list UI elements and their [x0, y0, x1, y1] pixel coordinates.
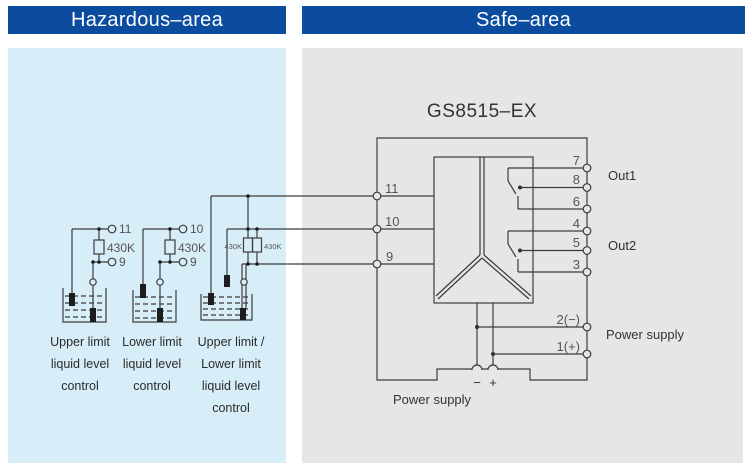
terminal-label-6: 6: [572, 194, 580, 209]
circuit2-terminal-10: 10: [190, 222, 204, 236]
terminal-label-2-minus: 2(−): [556, 312, 580, 327]
circuit3-resistor-left-value: 430K: [224, 242, 242, 251]
electrode: [69, 293, 75, 306]
module-outline: [376, 137, 588, 381]
tank-3: [200, 294, 253, 321]
terminal-label-5: 5: [572, 235, 580, 250]
power-supply-label-bottom: Power supply: [393, 392, 472, 407]
circuit1-resistor-value: 430K: [107, 241, 136, 255]
circuit2-caption: Lower limit liquid level control: [122, 335, 182, 393]
power-supply-label-right: Power supply: [606, 327, 685, 342]
terminal-label-10: 10: [385, 214, 400, 229]
tank-2: [132, 290, 177, 323]
circuit3-caption: Upper limit / Lower limit liquid level c…: [197, 335, 265, 415]
probe-gland: [89, 278, 97, 286]
safe-area-title: Safe–area: [476, 8, 571, 31]
electrode: [90, 308, 96, 322]
minus-sign: −: [473, 375, 481, 390]
hazardous-area-header: Hazardous–area: [8, 6, 286, 34]
safe-area-header: Safe–area: [302, 6, 745, 34]
power-socket-plus: [487, 364, 499, 371]
terminal-label-9: 9: [386, 249, 394, 264]
plus-sign: +: [489, 375, 497, 390]
tank-1: [62, 288, 107, 323]
hazardous-area-panel: [8, 48, 286, 463]
circuit2-terminal-9: 9: [190, 255, 197, 269]
terminal-9-circle: [178, 257, 188, 267]
circuit1-caption: Upper limit liquid level control: [50, 335, 110, 393]
terminal-label-11: 11: [385, 181, 399, 196]
out1-label: Out1: [608, 168, 637, 183]
circuit1-terminal-11: 11: [119, 222, 132, 236]
electrode: [157, 308, 163, 322]
terminal-10-circle: [178, 224, 188, 234]
module-title: GS8515–EX: [426, 101, 538, 122]
power-socket-minus: [471, 364, 483, 371]
circuit3-resistor-right-value: 430K: [264, 242, 282, 251]
circuit2-resistor-value: 430K: [178, 241, 207, 255]
terminal-label-1-plus: 1(+): [556, 339, 580, 354]
safe-area-panel: [302, 48, 743, 463]
electrode: [140, 284, 146, 298]
probe-gland: [240, 278, 248, 286]
circuit1-terminal-9: 9: [119, 255, 126, 269]
terminal-label-7: 7: [572, 153, 580, 168]
electrode: [240, 308, 246, 320]
electrode: [208, 293, 214, 305]
terminal-label-8: 8: [572, 172, 580, 187]
out2-label: Out2: [608, 238, 637, 253]
electrode: [224, 275, 230, 287]
probe-gland: [156, 278, 164, 286]
terminal-label-4: 4: [572, 216, 580, 231]
terminal-label-3: 3: [572, 257, 580, 272]
terminal-11-circle: [107, 224, 117, 234]
hazardous-area-title: Hazardous–area: [70, 8, 224, 31]
terminal-9-circle: [107, 257, 117, 267]
